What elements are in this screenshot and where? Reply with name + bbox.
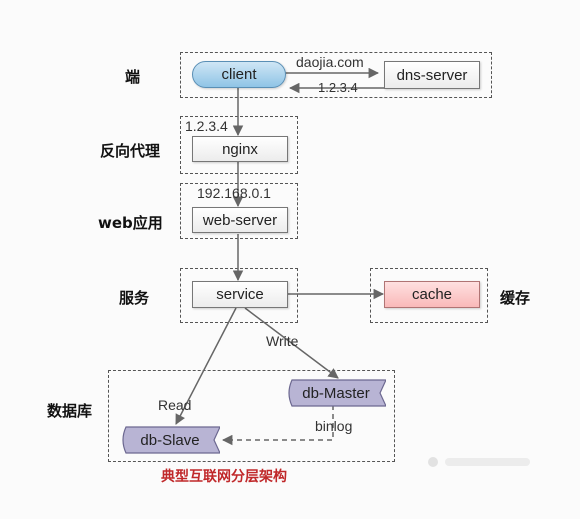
watermark-smudge — [428, 457, 530, 467]
zone-web — [180, 183, 298, 239]
edge-label-web-ip: 192.168.0.1 — [197, 185, 271, 201]
edge-label-binlog: binlog — [315, 418, 353, 434]
service-node: service — [192, 281, 288, 308]
db-slave-node: db-Slave — [120, 426, 220, 454]
web-server-node: web-server — [192, 207, 288, 233]
db-slave-node-label: db-Slave — [140, 431, 200, 449]
nginx-node-label: nginx — [222, 140, 258, 158]
web-server-node-label: web-server — [202, 211, 278, 229]
layer-label-cache: 缓存 — [500, 289, 531, 307]
edge-label-read: Read — [158, 397, 192, 413]
edge-master-slave — [221, 405, 334, 446]
client-node-label: client — [221, 66, 257, 83]
edge-service-slave — [175, 307, 237, 425]
zone-proxy — [180, 116, 298, 174]
client-node: client — [192, 61, 286, 88]
layer-label-database: 数据库 — [47, 402, 93, 420]
edge-label-dns-response: 1.2.3.4 — [318, 80, 358, 95]
cache-node: cache — [384, 281, 480, 308]
zone-client — [180, 52, 492, 98]
edge-label-write: Write — [266, 333, 299, 349]
zone-database — [108, 370, 395, 462]
service-node-label: service — [216, 286, 264, 303]
edge-service-master — [244, 307, 339, 379]
db-master-shape — [288, 379, 386, 407]
layer-label-proxy: 反向代理 — [100, 142, 161, 160]
layer-label-web: web应用 — [98, 214, 163, 232]
dns-server-node: dns-server — [384, 61, 480, 89]
nginx-node: nginx — [192, 136, 288, 162]
db-master-node: db-Master — [286, 379, 386, 407]
dns-server-node-label: dns-server — [396, 66, 468, 84]
zone-service — [180, 268, 298, 323]
layer-label-client: 端 — [125, 68, 141, 86]
cache-node-label: cache — [411, 286, 453, 303]
db-slave-shape — [122, 426, 220, 454]
layer-label-service: 服务 — [119, 289, 150, 307]
diagram-caption: 典型互联网分层架构 — [161, 469, 287, 485]
db-master-node-label: db-Master — [302, 384, 370, 402]
zone-cache — [370, 268, 488, 323]
edge-label-nginx-ip: 1.2.3.4 — [185, 118, 228, 134]
edge-label-dns-request: daojia.com — [296, 54, 364, 70]
